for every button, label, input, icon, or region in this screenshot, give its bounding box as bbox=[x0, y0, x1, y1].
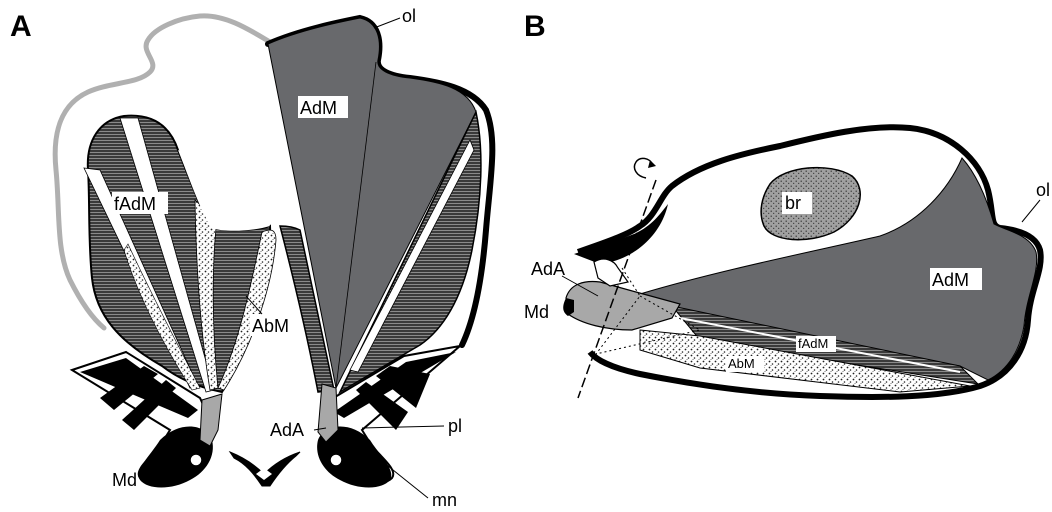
label-ol-b: ol bbox=[1036, 180, 1050, 200]
right-jaw-pivot-icon bbox=[330, 454, 342, 466]
label-ada-b: AdA bbox=[531, 259, 565, 279]
label-md-a: Md bbox=[112, 470, 137, 490]
panel-b: B br AdM ol AdA bbox=[524, 10, 1050, 398]
label-fadm-b: fAdM bbox=[798, 336, 828, 351]
ol-pointer-b bbox=[1022, 200, 1040, 222]
pl-pointer bbox=[362, 426, 444, 428]
label-ol-a: ol bbox=[402, 6, 416, 26]
panel-a: A bbox=[10, 6, 492, 510]
panel-a-letter: A bbox=[10, 10, 32, 43]
ol-pointer-a bbox=[374, 18, 400, 28]
panel-b-letter: B bbox=[524, 10, 546, 43]
label-pl: pl bbox=[448, 416, 462, 436]
label-abm-b: AbM bbox=[728, 356, 755, 371]
label-adm-b: AdM bbox=[932, 270, 969, 290]
label-br: br bbox=[785, 193, 801, 213]
left-jaw-pivot-icon bbox=[190, 454, 202, 466]
rotation-arrow-icon bbox=[634, 158, 652, 178]
label-adm: AdM bbox=[300, 98, 337, 118]
label-mn: mn bbox=[432, 490, 457, 510]
rotation-arrowhead-icon bbox=[648, 160, 656, 168]
label-md-b: Md bbox=[524, 302, 549, 322]
label-ada-a: AdA bbox=[270, 420, 304, 440]
label-abm: AbM bbox=[252, 316, 289, 336]
label-fadm: fAdM bbox=[114, 194, 156, 214]
